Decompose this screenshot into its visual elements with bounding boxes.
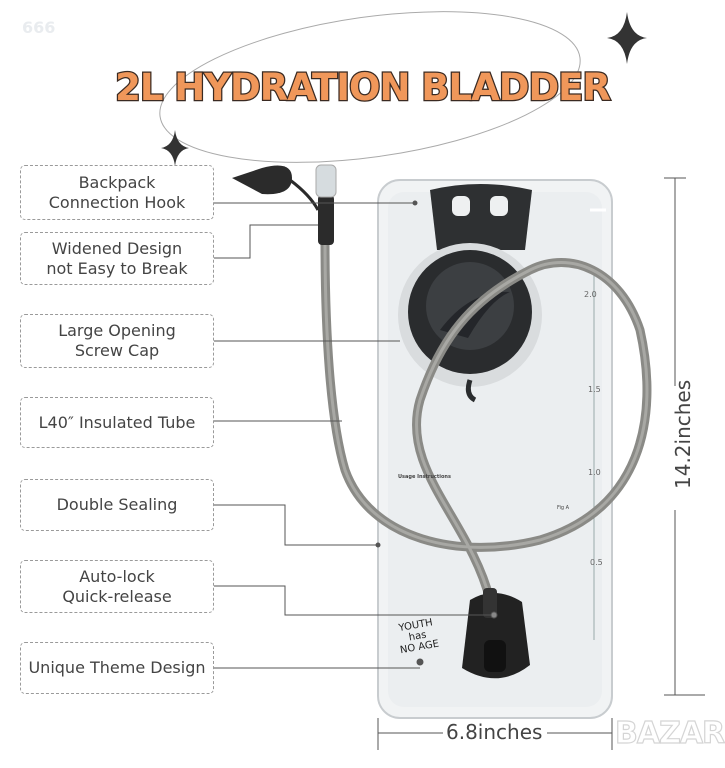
sparkle-icon (161, 130, 189, 166)
leader-lines (214, 200, 498, 669)
bite-valve (462, 592, 530, 679)
scale-mark: 2.0 (584, 290, 597, 299)
fig-label: Fig A (557, 505, 570, 511)
dimension-lines (377, 177, 705, 750)
hook-cap (232, 165, 292, 195)
bag-handle (430, 184, 532, 250)
label-theme-design: Unique Theme Design (20, 642, 214, 694)
sparkle-icon (607, 12, 647, 64)
label-double-sealing: Double Sealing (20, 479, 214, 531)
scale-mark: 1.5 (588, 385, 601, 394)
usage-heading: Usage Instructions (398, 474, 451, 480)
width-dimension: 6.8inches (443, 720, 546, 744)
page-title: 2L HYDRATION BLADDER (114, 65, 612, 111)
label-insulated-tube: L40″ Insulated Tube (20, 397, 214, 448)
height-dimension: 14.2inches (671, 380, 695, 492)
scale-mark: 0.5 (590, 558, 603, 567)
decorative-ellipse (159, 11, 581, 163)
watermark: 666 (22, 18, 56, 37)
brand-logo: BAZAR (614, 715, 725, 751)
scale-mark: 1.0 (588, 468, 601, 477)
connector-valve (318, 195, 334, 245)
